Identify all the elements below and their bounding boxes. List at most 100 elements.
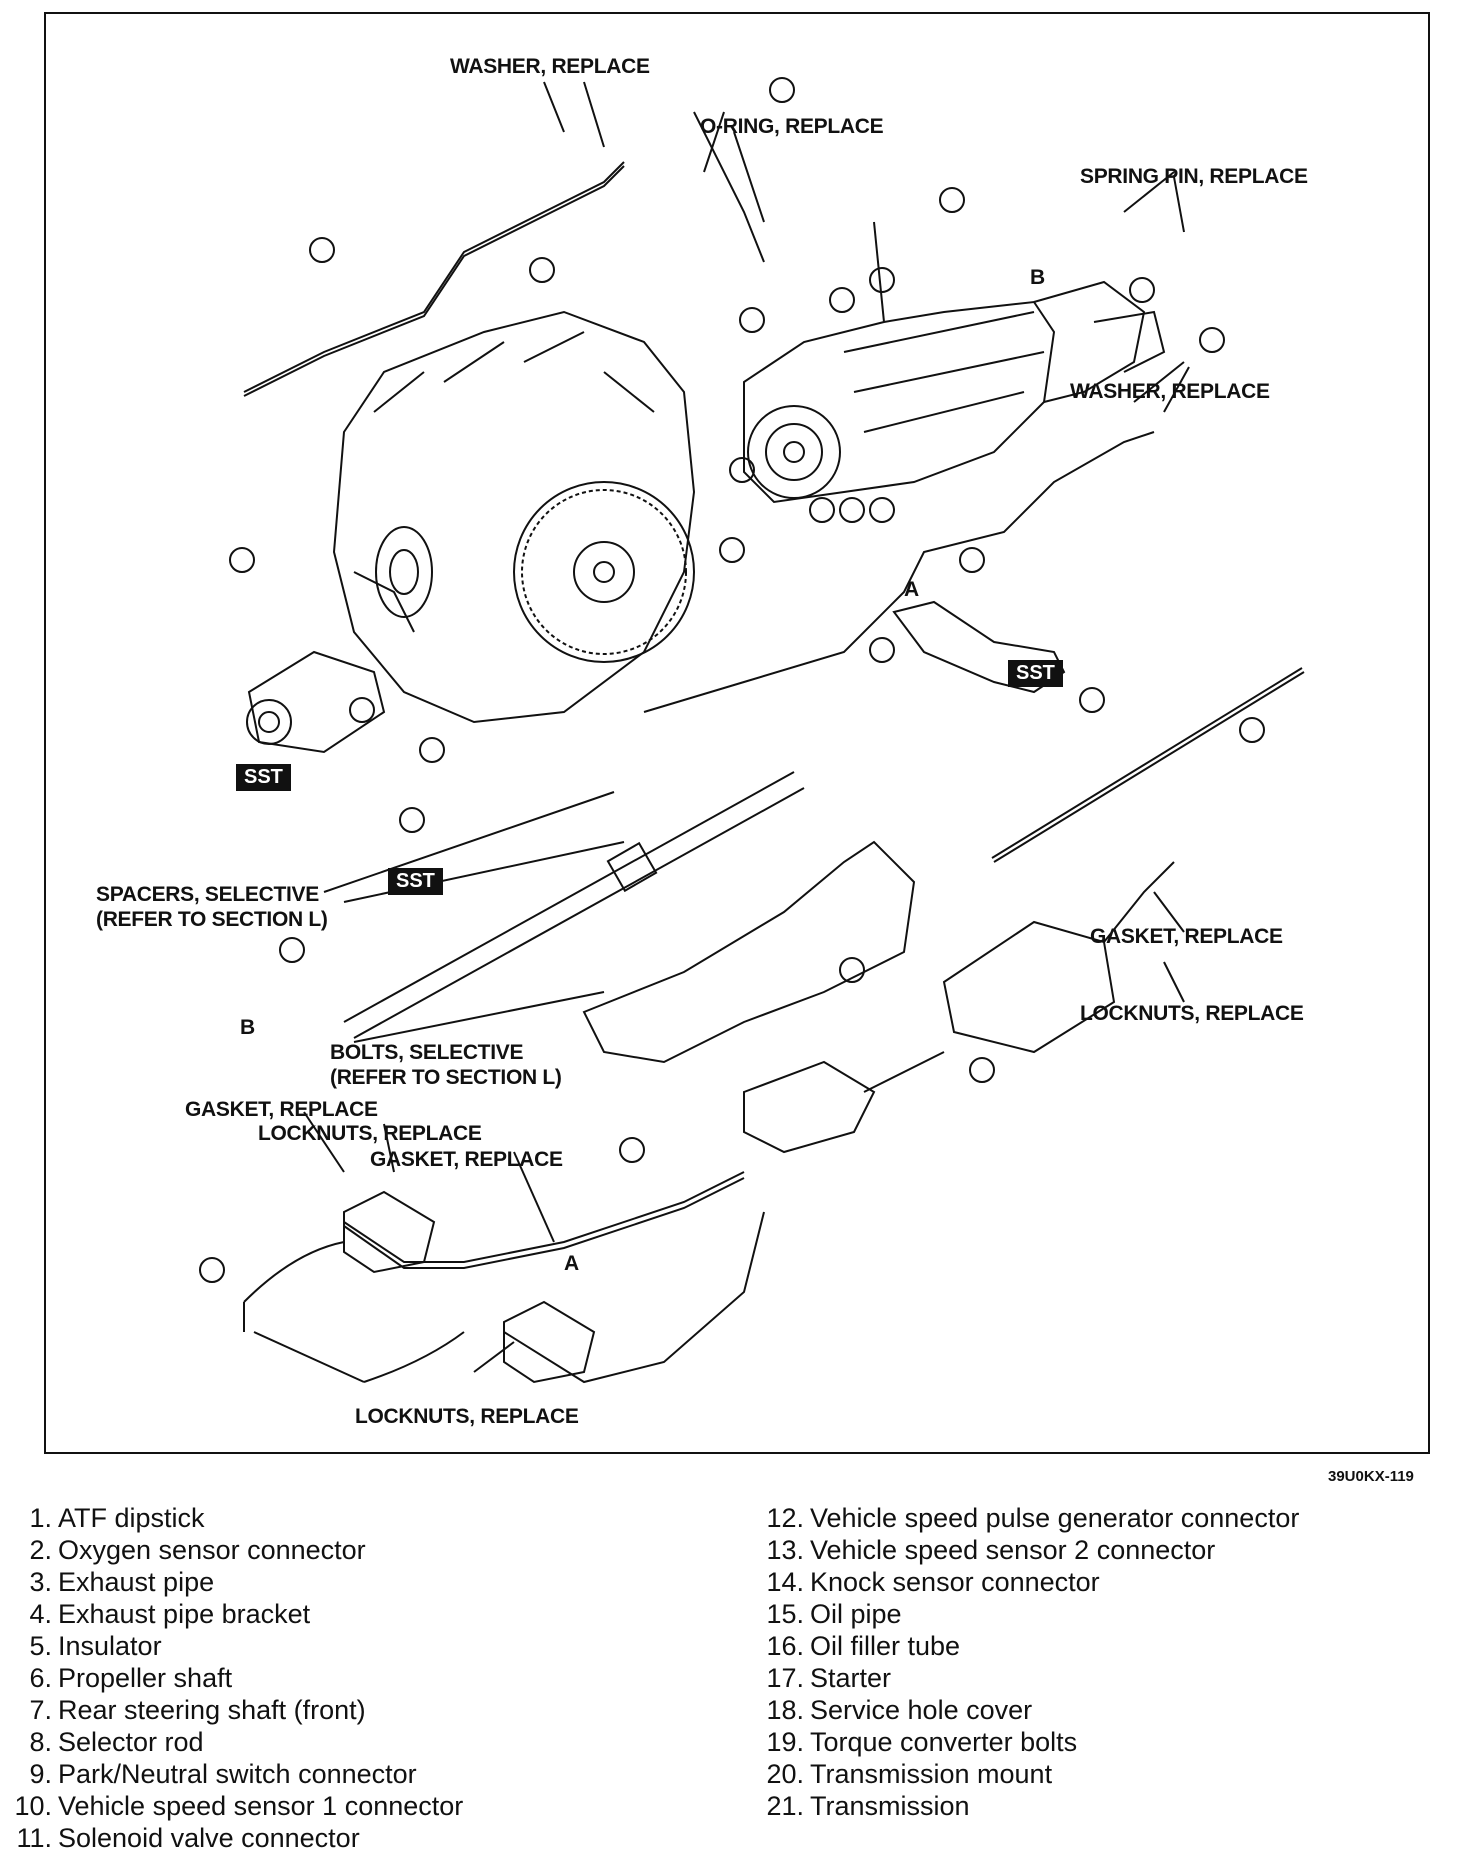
legend-item: 5.Insulator <box>0 1630 463 1662</box>
legend-item-number: 18. <box>766 1695 804 1725</box>
legend-item-number: 6. <box>29 1663 52 1693</box>
oil-pipe-lower <box>643 431 1155 713</box>
sst-badge-propeller-shaft: SST <box>388 868 443 895</box>
callout-gasket-replace-left: GASKET, REPLACE <box>185 1098 378 1121</box>
propeller-shaft <box>343 771 795 1023</box>
callout-spring-pin-replace: SPRING PIN, REPLACE <box>1080 165 1308 188</box>
legend-item-number: 21. <box>766 1791 804 1821</box>
sst-badge-transmission-mount: SST <box>1008 660 1063 687</box>
legend-item: 4.Exhaust pipe bracket <box>0 1598 463 1630</box>
legend-item-number: 19. <box>766 1727 804 1757</box>
legend-item-label: Rear steering shaft (front) <box>58 1695 366 1725</box>
legend-item-label: Vehicle speed sensor 1 connector <box>58 1791 464 1821</box>
callout-spacers-selective: SPACERS, SELECTIVE (REFER TO SECTION L) <box>96 883 328 931</box>
engine-block <box>332 310 696 724</box>
legend-item: 10.Vehicle speed sensor 1 connector <box>0 1790 463 1822</box>
legend-item-label: Insulator <box>58 1631 162 1661</box>
callout-bolts-selective: BOLTS, SELECTIVE (REFER TO SECTION L) <box>330 1041 562 1089</box>
legend-item-number: 7. <box>29 1695 52 1725</box>
legend-item-label: Starter <box>810 1663 892 1693</box>
legend-item-label: Oxygen sensor connector <box>58 1535 366 1565</box>
legend-item-label: Transmission <box>810 1791 970 1821</box>
legend-item-label: Vehicle speed sensor 2 connector <box>810 1535 1216 1565</box>
legend-item-label: Oil filler tube <box>810 1631 961 1661</box>
legend-item-number: 12. <box>766 1503 804 1533</box>
legend-item-number: 4. <box>29 1599 52 1629</box>
legend-item-number: 20. <box>766 1759 804 1789</box>
legend-item-number: 17. <box>766 1663 804 1693</box>
callout-oring-replace: O-RING, REPLACE <box>700 115 884 138</box>
legend-item-number: 5. <box>29 1631 52 1661</box>
callout-gasket-replace-mid: GASKET, REPLACE <box>370 1148 563 1171</box>
legend-item: 12.Vehicle speed pulse generator connect… <box>752 1502 1299 1534</box>
legend-item-number: 8. <box>29 1727 52 1757</box>
legend-item: 21.Transmission <box>752 1790 1299 1822</box>
exhaust-y-pipe <box>343 1171 765 1384</box>
legend-item-label: Park/Neutral switch connector <box>58 1759 417 1789</box>
legend-item-number: 11. <box>16 1823 52 1853</box>
legend-item: 8.Selector rod <box>0 1726 463 1758</box>
legend-item: 18.Service hole cover <box>752 1694 1299 1726</box>
legend-item-label: Oil pipe <box>810 1599 902 1629</box>
legend-item-number: 9. <box>29 1759 52 1789</box>
legend-item-label: Knock sensor connector <box>810 1567 1100 1597</box>
oil-pipe-upper <box>243 161 625 393</box>
marker-b-shaft: B <box>240 1016 255 1039</box>
exploded-view-drawing <box>199 77 1305 1384</box>
marker-a-pipe: A <box>904 578 919 601</box>
legend-item: 17.Starter <box>752 1662 1299 1694</box>
legend-item-label: Vehicle speed pulse generator connector <box>810 1503 1300 1533</box>
insulator <box>582 840 916 1064</box>
marker-a-exhaust: A <box>564 1252 579 1275</box>
callout-washer-replace-top: WASHER, REPLACE <box>450 55 650 78</box>
legend-item-label: Exhaust pipe bracket <box>58 1599 311 1629</box>
transmission-body <box>743 280 1166 504</box>
legend-item: 15.Oil pipe <box>752 1598 1299 1630</box>
legend-item-label: Service hole cover <box>810 1695 1033 1725</box>
sst-badge-torque-converter: SST <box>236 764 291 791</box>
callout-locknuts-replace-left: LOCKNUTS, REPLACE <box>258 1122 482 1145</box>
transmission-mount <box>892 600 1066 694</box>
diagram-frame <box>44 12 1430 1454</box>
part-number-bubbles <box>199 77 1265 1283</box>
legend-item: 1.ATF dipstick <box>0 1502 463 1534</box>
callout-locknuts-replace-right: LOCKNUTS, REPLACE <box>1080 1002 1304 1025</box>
legend-item: 3.Exhaust pipe <box>0 1566 463 1598</box>
legend-item-number: 14. <box>766 1567 804 1597</box>
front-converter-right <box>503 1300 596 1384</box>
legend-item-number: 15. <box>766 1599 804 1629</box>
legend-item-number: 2. <box>29 1535 52 1565</box>
legend-item-label: Propeller shaft <box>58 1663 233 1693</box>
legend-item-number: 10. <box>14 1791 52 1821</box>
starter <box>246 650 386 754</box>
legend-right-column: 12.Vehicle speed pulse generator connect… <box>752 1502 1299 1822</box>
rear-steering-shaft <box>993 671 1305 863</box>
legend-item-number: 3. <box>29 1567 52 1597</box>
legend-item: 16.Oil filler tube <box>752 1630 1299 1662</box>
figure-code: 39U0KX-119 <box>1328 1468 1414 1485</box>
legend-item-label: Transmission mount <box>810 1759 1053 1789</box>
legend-item-label: ATF dipstick <box>58 1503 205 1533</box>
legend-item: 6.Propeller shaft <box>0 1662 463 1694</box>
front-converter-left <box>343 1190 436 1274</box>
muffler <box>942 920 1116 1054</box>
legend-item-label: Solenoid valve connector <box>58 1823 360 1853</box>
legend-item-number: 1. <box>29 1503 52 1533</box>
legend-item: 2.Oxygen sensor connector <box>0 1534 463 1566</box>
legend-item: 11.Solenoid valve connector <box>0 1822 463 1854</box>
legend-item-number: 16. <box>766 1631 804 1661</box>
legend-item-label: Exhaust pipe <box>58 1567 215 1597</box>
legend-item: 20.Transmission mount <box>752 1758 1299 1790</box>
legend-item: 9.Park/Neutral switch connector <box>0 1758 463 1790</box>
callout-gasket-replace-right: GASKET, REPLACE <box>1090 925 1283 948</box>
legend-item: 19.Torque converter bolts <box>752 1726 1299 1758</box>
catalytic-converter <box>743 1060 876 1154</box>
marker-b-transmission: B <box>1030 266 1045 289</box>
legend-item: 7.Rear steering shaft (front) <box>0 1694 463 1726</box>
legend-item: 14.Knock sensor connector <box>752 1566 1299 1598</box>
dipstick <box>693 111 765 263</box>
legend-item-label: Torque converter bolts <box>810 1727 1078 1757</box>
legend-item-label: Selector rod <box>58 1727 204 1757</box>
callout-locknuts-replace-bottom: LOCKNUTS, REPLACE <box>355 1405 579 1428</box>
